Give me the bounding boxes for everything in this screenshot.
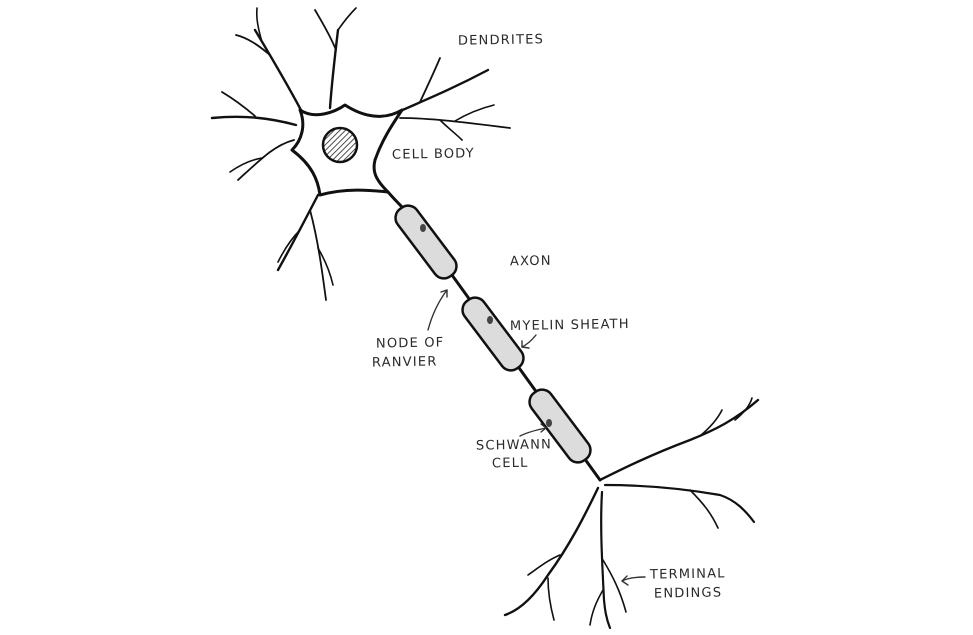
nucleus-icon (321, 126, 359, 164)
myelin-segment-1 (394, 204, 458, 280)
arrow-node-of-ranvier (427, 289, 448, 331)
label-dendrites: DENDRITES (457, 32, 545, 49)
label-axon: AXON (509, 253, 552, 270)
label-cell-body: CELL BODY (391, 146, 475, 163)
label-myelin-sheath: MYELIN SHEATH (509, 316, 630, 335)
label-terminal-endings-2: ENDINGS (653, 585, 723, 602)
myelin-segment-2 (461, 296, 525, 372)
arrow-myelin-sheath (521, 334, 537, 349)
terminal-endings (503, 397, 760, 630)
myelin-segment-3 (528, 388, 592, 464)
label-node-of-ranvier-1: NODE OF (375, 335, 445, 352)
label-node-of-ranvier-2: RANVIER (371, 354, 438, 371)
label-schwann-cell-1: SCHWANN (475, 437, 553, 454)
arrow-schwann-cell (519, 423, 547, 437)
label-schwann-cell-2: CELL (491, 455, 529, 472)
myelin-sheath (394, 204, 592, 464)
label-terminal-endings-1: TERMINAL (649, 566, 726, 583)
arrow-terminal-endings (621, 575, 646, 586)
dendrites (210, 7, 511, 301)
cell-body (290, 103, 404, 197)
